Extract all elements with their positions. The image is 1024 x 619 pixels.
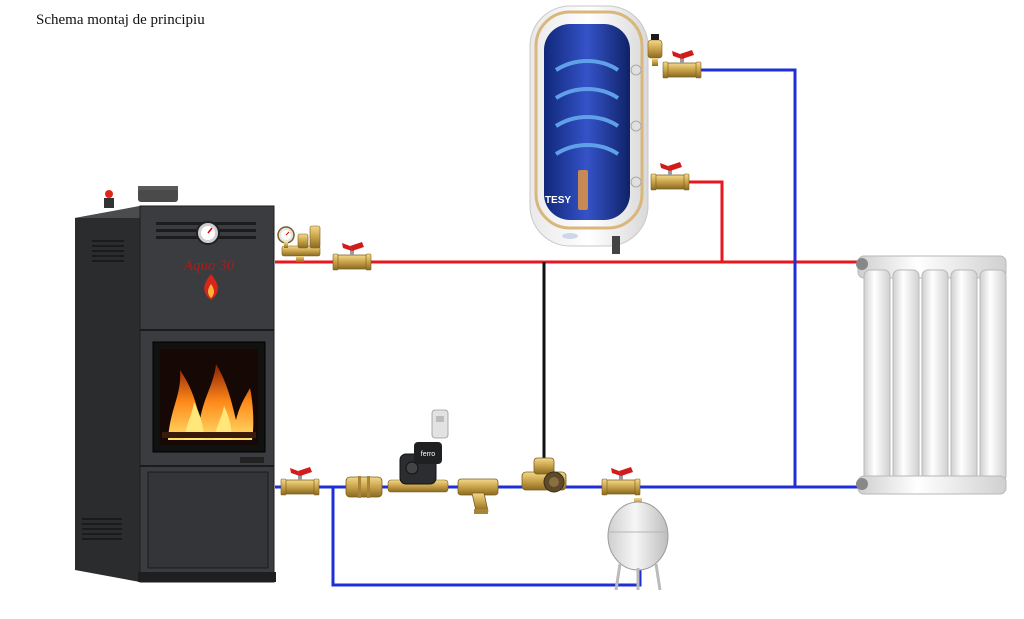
expansion-vessel-icon (607, 498, 669, 591)
radiator (856, 255, 1007, 495)
water-heater-tank: TESY (529, 5, 649, 254)
tank-lower-ball-valve-icon (650, 161, 690, 191)
tank-coil-return-line (690, 68, 797, 487)
safety-group-icon (277, 225, 321, 262)
tank-upper-ball-valve-icon (662, 49, 702, 79)
check-valve-icon (345, 476, 383, 498)
mixing-valve-icon (521, 457, 567, 493)
wood-boiler: Aqua 30 (75, 186, 276, 583)
boiler-return-ball-valve-icon (280, 466, 320, 496)
boiler-model-label: Aqua 30 (183, 258, 235, 274)
flame-icon (204, 274, 218, 300)
pump-brand-label: ferro (421, 451, 436, 458)
fire-icon (162, 364, 256, 440)
strainer-icon (457, 478, 499, 514)
tank-brand-label: TESY (545, 195, 571, 206)
radiator-return-ball-valve-icon (601, 466, 641, 496)
diagram-title: Schema montaj de principiu (36, 12, 205, 28)
circulation-pump-icon: ferro (387, 409, 449, 493)
heating-coil-icon (554, 59, 620, 156)
supply-ball-valve-icon (332, 241, 372, 271)
air-vent-icon (647, 34, 663, 66)
gauge-icon (196, 221, 220, 245)
bypass-return-loop (331, 487, 642, 587)
supply-pipes (275, 180, 860, 264)
tank-coil-supply-line (688, 180, 724, 262)
